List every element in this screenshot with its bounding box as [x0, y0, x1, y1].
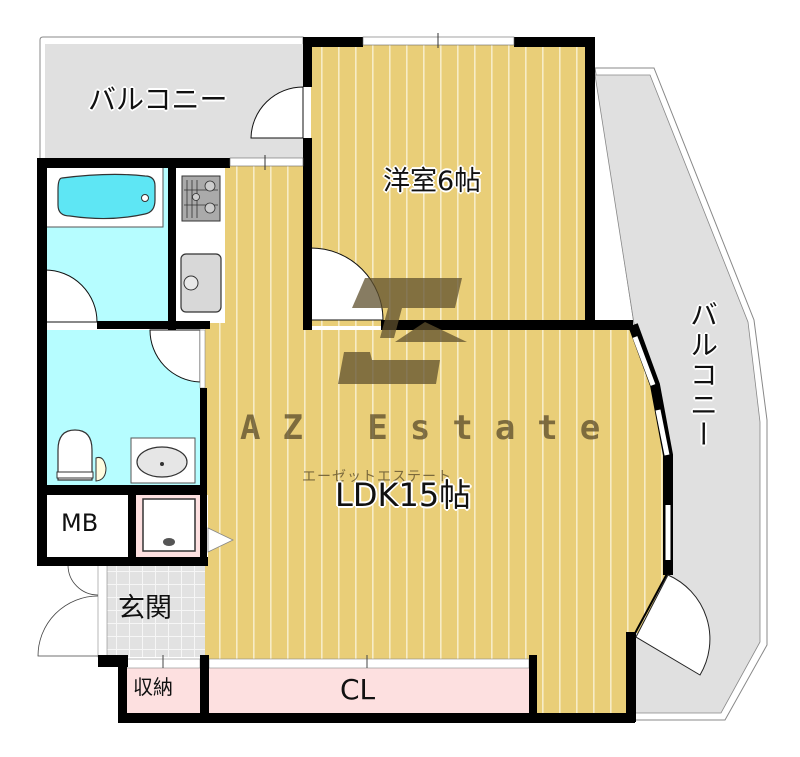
- closet-label: CL: [340, 673, 376, 706]
- walls: [37, 37, 636, 723]
- az-estate-logo: [338, 278, 467, 384]
- balcony-top: [39, 36, 304, 161]
- bathtub-icon: [57, 173, 156, 220]
- entrance-door-swing: [67, 564, 99, 596]
- meter-box: [45, 495, 128, 557]
- entrance-label: 玄関: [118, 593, 172, 624]
- storage-label: 収納: [133, 675, 173, 699]
- kitchen-sink-icon: [180, 253, 222, 313]
- bathroom-door-swing: [44, 269, 98, 323]
- bathroom: [44, 166, 168, 323]
- entrance: [37, 564, 205, 658]
- watermark-brand: AZ Estate: [240, 408, 623, 448]
- ldk-floor: [205, 165, 668, 715]
- storage: [127, 668, 200, 713]
- toilet-icon: [57, 429, 93, 481]
- balcony-right-label: バルコニー: [686, 300, 719, 450]
- ldk-balcony-door-swing: [635, 574, 711, 676]
- bedroom-label: 洋室6帖: [383, 166, 482, 197]
- kitchen-counter: [178, 168, 225, 323]
- balcony-top-label: バルコニー: [88, 83, 228, 116]
- windows: [229, 33, 515, 170]
- east-wall: [628, 323, 711, 676]
- balcony-door-swing: [250, 86, 304, 139]
- meter-box-label: MB: [61, 509, 99, 537]
- watermark-kana: エーゼットエステート: [302, 469, 452, 485]
- closet: [209, 668, 529, 713]
- toilet-washroom: [45, 329, 206, 485]
- ldk-label: LDK15帖: [335, 476, 472, 514]
